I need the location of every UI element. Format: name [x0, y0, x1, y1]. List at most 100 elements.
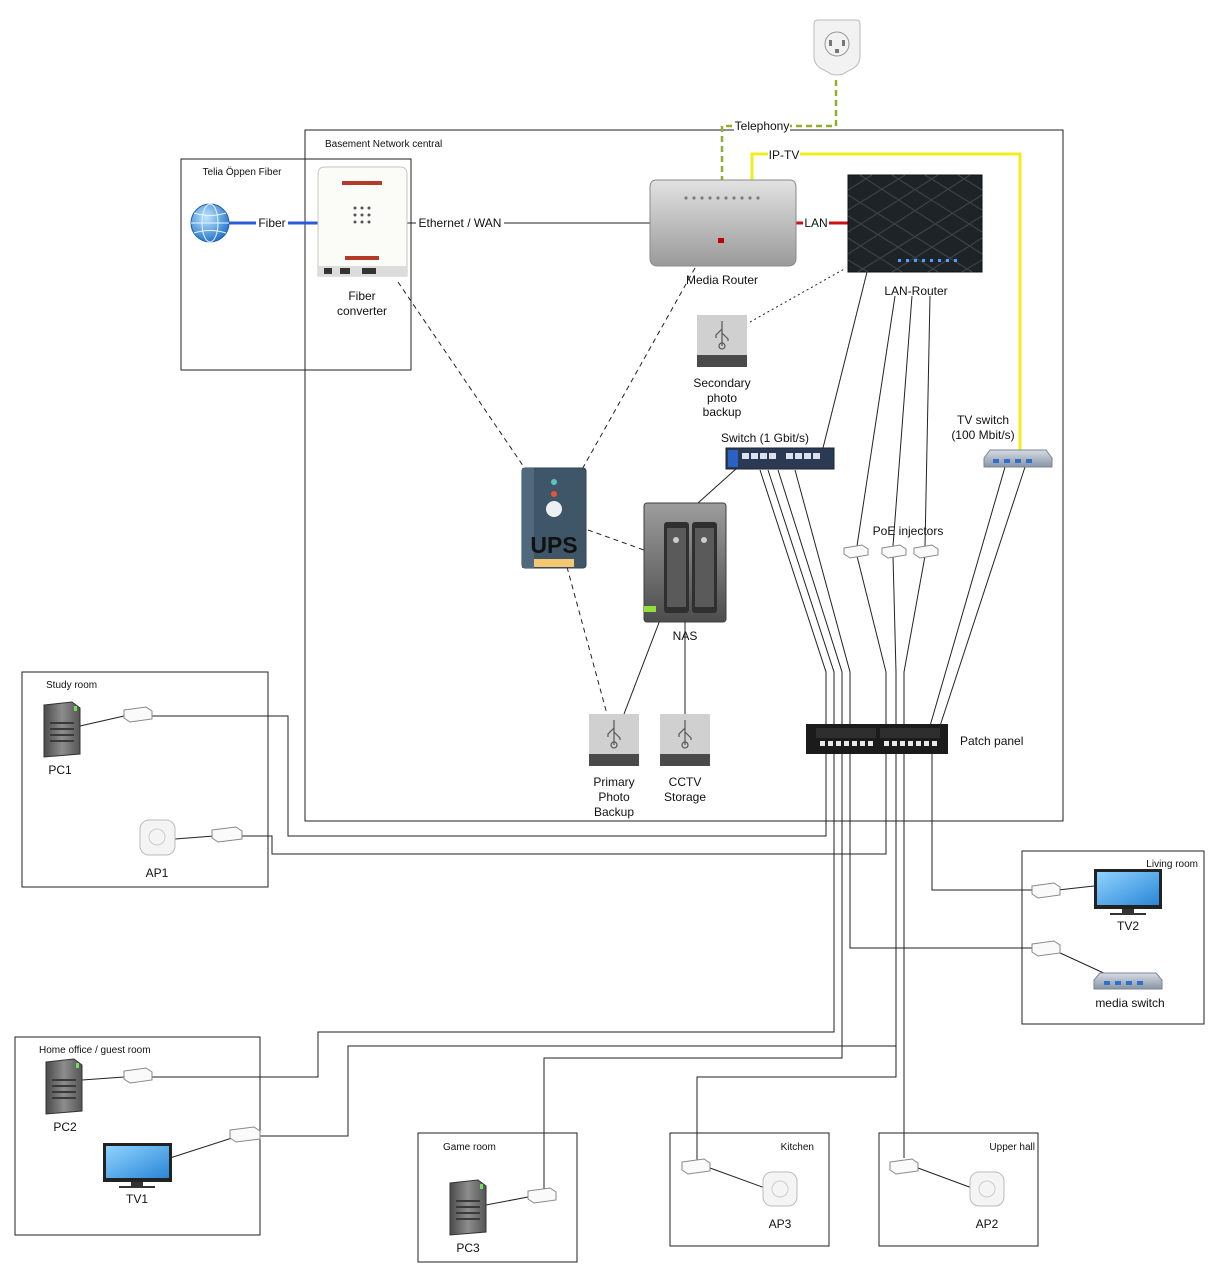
fiber-converter-icon — [317, 166, 408, 277]
cctv-storage-usb-icon — [660, 714, 710, 766]
lan-router-icon — [847, 174, 983, 273]
media-switch-icon — [1093, 972, 1163, 990]
cable-pc3-injector — [485, 1196, 529, 1206]
zone-frames — [14, 129, 1205, 1263]
label-poe-injectors: PoE injectors — [873, 524, 944, 538]
pc1-poe-injector-icon — [123, 706, 153, 723]
label-fiber-converter-2: converter — [337, 304, 387, 318]
zone-title-game: Game room — [443, 1142, 496, 1153]
cable-router-poe-3 — [924, 295, 931, 547]
label-primary-backup-3: Backup — [594, 805, 634, 819]
zone-titles: Basement Network central Telia Öppen Fib… — [39, 139, 1198, 1153]
cable-pc1-injector — [79, 715, 125, 727]
zone-kitchen — [669, 1132, 830, 1247]
label-lan: LAN — [804, 216, 827, 230]
media-router-icon — [649, 179, 797, 267]
ap1-poe-injector-icon — [211, 826, 243, 843]
label-nas: NAS — [673, 629, 698, 643]
label-tv1: TV1 — [126, 1192, 148, 1206]
zone-title-study: Study room — [46, 680, 97, 691]
label-patch-panel: Patch panel — [960, 734, 1023, 748]
cable-poe-patch-2 — [892, 555, 897, 726]
cable-nas-primary — [623, 619, 661, 715]
ap2-poe-injector-icon — [889, 1158, 919, 1175]
label-tv2: TV2 — [1117, 919, 1139, 933]
cable-switch-patch-3 — [777, 469, 843, 726]
cable-switch-patch-2 — [767, 469, 835, 726]
cable-ap1-injector — [174, 835, 215, 840]
label-secondary-backup-3: backup — [703, 405, 742, 419]
tv1-poe-injector-icon — [229, 1126, 261, 1143]
power-link-primary-backup — [566, 566, 608, 715]
label-pc2: PC2 — [53, 1120, 77, 1134]
nas-icon — [643, 502, 727, 623]
label-ethernet-wan: Ethernet / WAN — [419, 216, 502, 230]
zone-title-telia: Telia Öppen Fiber — [203, 166, 283, 178]
cable-patch-ap1 — [240, 752, 887, 855]
label-secondary-backup-1: Secondary — [693, 376, 750, 390]
zone-telia — [180, 158, 412, 371]
label-fiber-converter-1: Fiber — [348, 289, 375, 303]
power-link-converter — [397, 281, 529, 474]
switch-1g-icon — [725, 447, 835, 470]
media-switch-poe-injector-icon — [1031, 940, 1061, 957]
ups-icon: UPS — [521, 467, 587, 569]
secondary-backup-usb-icon — [697, 315, 747, 367]
usb-link-secondary-backup — [749, 267, 847, 323]
cable-injector-tv2 — [1057, 885, 1095, 891]
label-telephony: Telephony — [735, 119, 790, 133]
label-ap1: AP1 — [146, 866, 169, 880]
cable-patch-pc1 — [150, 715, 827, 837]
cable-patch-tv2 — [931, 752, 1032, 891]
zone-study — [21, 671, 269, 888]
zone-basement — [304, 129, 1064, 822]
cable-patch-media-switch — [849, 752, 1032, 949]
cable-injector-ap2 — [917, 1167, 973, 1189]
ap3-poe-injector-icon — [681, 1158, 711, 1175]
zone-game — [417, 1132, 578, 1263]
label-ap2: AP2 — [976, 1217, 999, 1231]
iptv-link — [750, 152, 1022, 455]
label-switch-1g: Switch (1 Gbit/s) — [721, 431, 809, 445]
pc2-tower-icon — [45, 1058, 83, 1115]
cable-poe-patch-1 — [856, 555, 887, 726]
ap1-access-point-icon — [139, 819, 176, 856]
ap2-access-point-icon — [969, 1171, 1005, 1207]
zone-title-living: Living room — [1146, 859, 1198, 870]
pc1-tower-icon — [43, 701, 81, 758]
cable-router-poe-2 — [892, 295, 913, 547]
label-cctv-2: Storage — [664, 790, 706, 804]
power-link-media-router — [579, 267, 696, 474]
primary-backup-usb-icon — [589, 714, 639, 766]
pc3-poe-injector-icon — [527, 1187, 557, 1204]
cable-patch-tv1 — [258, 752, 897, 1137]
label-secondary-backup-2: photo — [707, 391, 737, 405]
label-tv-switch-1: TV switch — [957, 413, 1009, 427]
ups-label: UPS — [530, 532, 577, 558]
cable-patch-ap3 — [696, 752, 897, 1160]
pc2-poe-injector-icon — [123, 1067, 153, 1084]
patch-panel-icon — [806, 724, 948, 754]
ap3-access-point-icon — [762, 1171, 798, 1207]
label-fiber: Fiber — [258, 216, 285, 230]
power-link-nas — [587, 529, 645, 551]
tv-switch-icon — [983, 449, 1053, 468]
phone-socket-icon — [813, 19, 861, 76]
zone-title-basement: Basement Network central — [325, 139, 442, 150]
tv1-tv-icon — [103, 1143, 172, 1188]
zone-upper-hall — [878, 1132, 1039, 1247]
label-primary-backup-2: Photo — [598, 790, 630, 804]
label-tv-switch-2: (100 Mbit/s) — [951, 428, 1014, 442]
label-iptv: IP-TV — [769, 148, 800, 162]
cable-tvswitch-patch-1 — [929, 466, 1006, 727]
label-pc3: PC3 — [456, 1241, 480, 1255]
cable-switch-patch-1 — [759, 469, 827, 726]
zone-living — [1021, 850, 1205, 1025]
label-media-router: Media Router — [686, 273, 758, 287]
cable-poe-patch-3 — [903, 555, 926, 726]
link-labels: Fiber Ethernet / WAN LAN Telephony IP-TV — [256, 118, 829, 230]
cable-tvswitch-patch-2 — [939, 466, 1026, 727]
internet-globe-icon — [190, 203, 230, 243]
cable-injector-media-switch — [1057, 951, 1109, 976]
